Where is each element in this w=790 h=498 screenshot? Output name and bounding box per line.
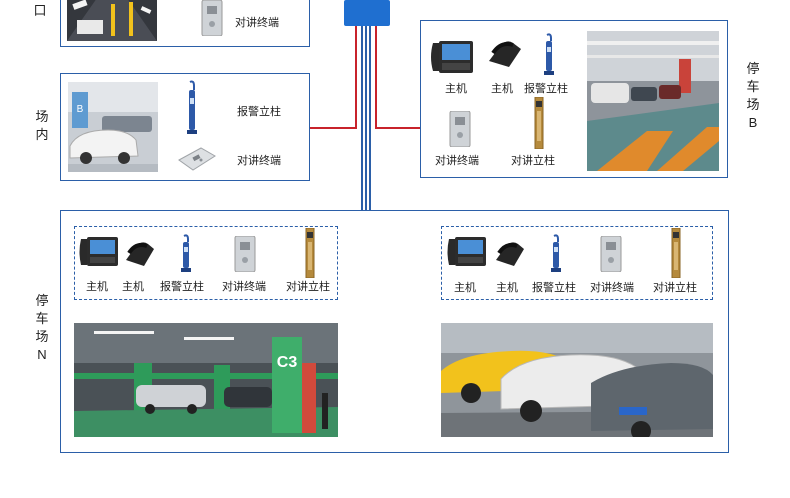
video-phone-icon xyxy=(429,37,475,77)
zone-lot-b-label-3: 场 xyxy=(746,97,760,112)
photo-lot-b xyxy=(587,31,719,171)
alarm-pillar-icon xyxy=(185,80,199,136)
svg-text:B: B xyxy=(77,104,84,115)
label-intercom-terminal: 对讲终端 xyxy=(590,282,634,294)
label-intercom-pillar: 对讲立柱 xyxy=(286,281,330,293)
label-host: 主机 xyxy=(86,281,108,293)
zone-inside-label-1: 场 xyxy=(35,109,49,124)
photo-lot-n-left: C3 xyxy=(74,323,338,437)
zone-lot-b-label-2: 车 xyxy=(746,79,760,94)
label-intercom-terminal: 对讲终端 xyxy=(235,17,279,29)
panel-inside: B 报警立柱 对讲终端 xyxy=(60,73,310,181)
photo-entrance xyxy=(67,0,157,41)
label-host: 主机 xyxy=(454,282,476,294)
alarm-pillar-icon xyxy=(550,234,562,274)
phone-icon xyxy=(487,39,523,69)
intercom-pillar-icon xyxy=(304,228,316,278)
intercom-pillar-icon xyxy=(670,228,682,278)
panel-entrance: 对讲终端 xyxy=(60,0,310,47)
zone-lot-b-label-4: B xyxy=(748,115,758,130)
device-group-left xyxy=(74,226,338,300)
label-intercom-pillar: 对讲立柱 xyxy=(511,155,555,167)
label-intercom-terminal: 对讲终端 xyxy=(435,155,479,167)
phone-icon xyxy=(494,240,526,268)
label-host: 主机 xyxy=(122,281,144,293)
zone-lot-n-label-3: 场 xyxy=(35,329,49,344)
device-group-right xyxy=(441,226,713,300)
phone-icon xyxy=(124,240,156,268)
label-host: 主机 xyxy=(491,83,513,95)
label-intercom-pillar: 对讲立柱 xyxy=(653,282,697,294)
video-phone-icon xyxy=(78,234,120,270)
zone-lot-n-label-1: 停 xyxy=(35,293,49,308)
label-intercom-terminal: 对讲终端 xyxy=(237,155,281,167)
label-host: 主机 xyxy=(496,282,518,294)
alarm-pillar-icon xyxy=(543,33,555,77)
intercom-terminal-icon xyxy=(234,236,256,272)
label-host: 主机 xyxy=(445,83,467,95)
photo-lot-n-right xyxy=(441,323,713,437)
zone-inside-label-2: 内 xyxy=(35,127,49,142)
photo-inside: B xyxy=(68,82,158,172)
alarm-pillar-icon xyxy=(180,234,192,274)
label-alarm-pillar: 报警立柱 xyxy=(532,282,576,294)
zone-lot-n-label-2: 车 xyxy=(35,311,49,326)
label-alarm-pillar: 报警立柱 xyxy=(237,106,281,118)
intercom-terminal-icon xyxy=(600,236,622,272)
video-phone-icon xyxy=(446,234,488,270)
intercom-pillar-icon xyxy=(533,97,545,149)
zone-lot-n-label-4: N xyxy=(37,347,47,362)
intercom-terminal-icon xyxy=(449,111,471,147)
lot-n-left-sign: C3 xyxy=(277,354,298,371)
zone-entrance-label: 口 xyxy=(33,3,47,18)
panel-lot-b: 主机 主机 报警立柱 对讲终端 对讲立柱 xyxy=(420,20,728,178)
zone-lot-b-label-1: 停 xyxy=(746,61,760,76)
label-alarm-pillar: 报警立柱 xyxy=(160,281,204,293)
intercom-terminal-icon xyxy=(177,146,217,172)
label-intercom-terminal: 对讲终端 xyxy=(222,281,266,293)
label-alarm-pillar: 报警立柱 xyxy=(524,83,568,95)
intercom-terminal-icon xyxy=(201,0,223,36)
server-box xyxy=(344,0,390,26)
